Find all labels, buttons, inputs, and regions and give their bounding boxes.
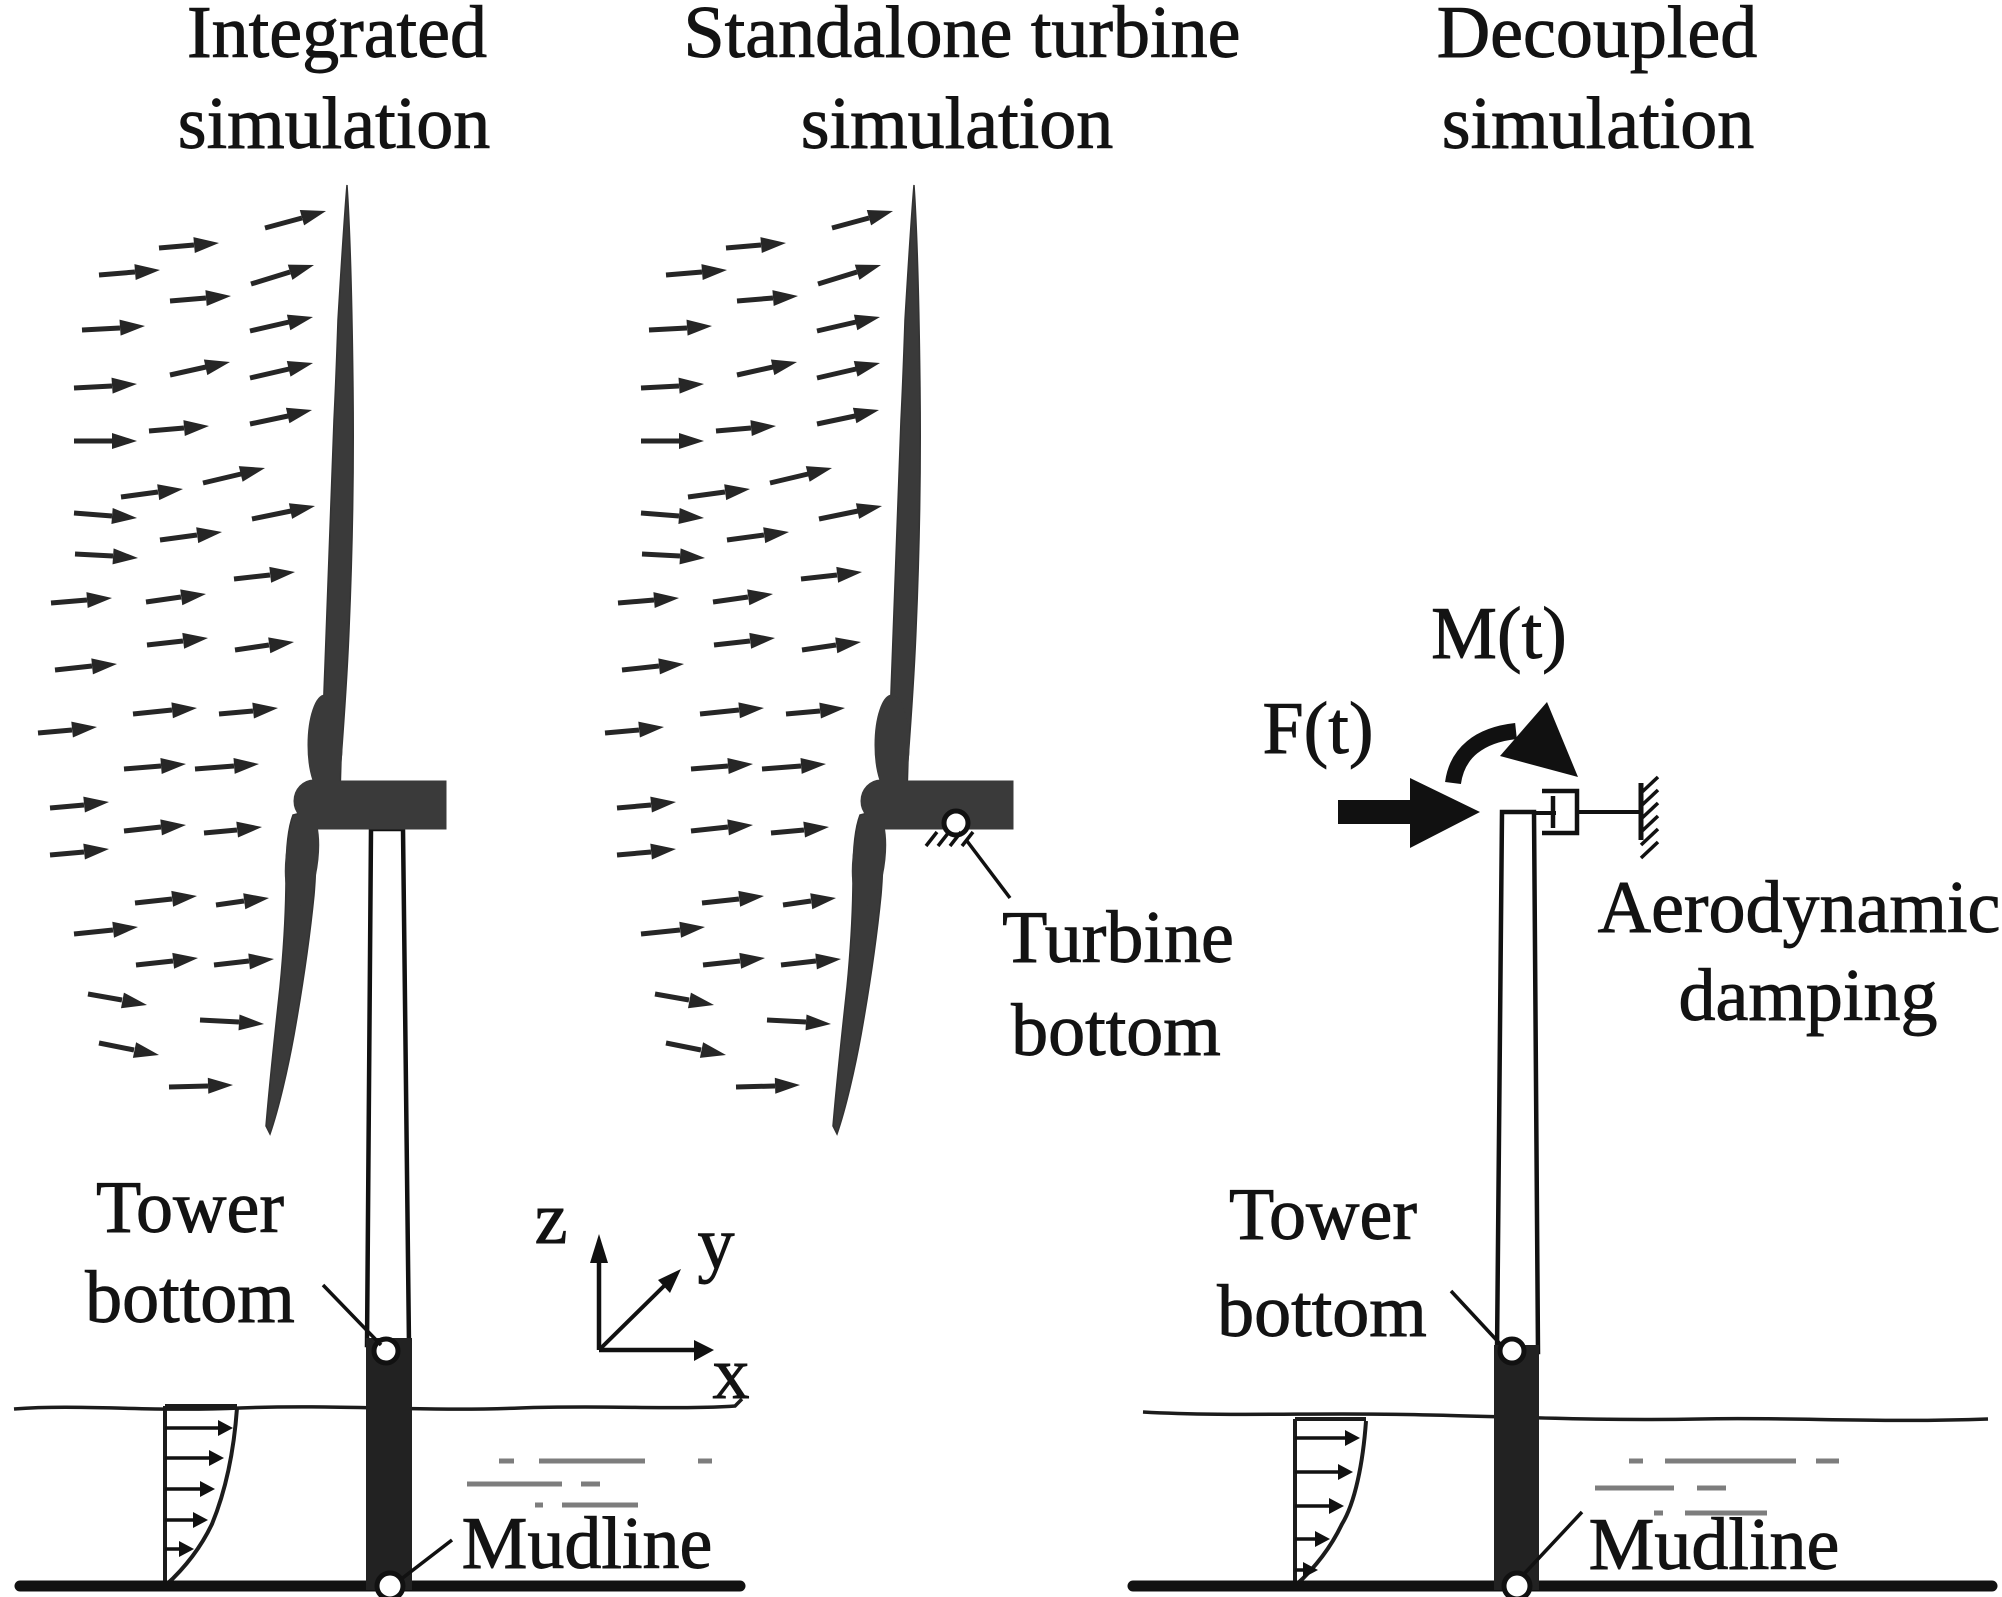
svg-text:x: x xyxy=(713,1333,750,1415)
svg-text:M(t): M(t) xyxy=(1431,593,1567,675)
svg-text:Integrated: Integrated xyxy=(187,0,487,74)
svg-text:F(t): F(t) xyxy=(1263,688,1374,770)
svg-text:Aerodynamic: Aerodynamic xyxy=(1598,867,2001,949)
svg-text:z: z xyxy=(535,1178,568,1260)
svg-text:Turbine: Turbine xyxy=(1002,897,1234,979)
svg-text:bottom: bottom xyxy=(1217,1271,1427,1353)
svg-text:Decoupled: Decoupled xyxy=(1437,0,1758,74)
svg-text:damping: damping xyxy=(1679,955,1938,1037)
svg-text:Tower: Tower xyxy=(1229,1174,1417,1256)
svg-text:Mudline: Mudline xyxy=(462,1503,713,1585)
svg-text:simulation: simulation xyxy=(178,83,490,165)
svg-text:Standalone turbine: Standalone turbine xyxy=(684,0,1241,74)
svg-text:bottom: bottom xyxy=(1011,990,1221,1072)
svg-text:bottom: bottom xyxy=(85,1257,295,1339)
svg-text:simulation: simulation xyxy=(801,83,1113,165)
svg-text:Tower: Tower xyxy=(96,1167,284,1249)
svg-text:y: y xyxy=(698,1203,735,1285)
svg-text:simulation: simulation xyxy=(1442,83,1754,165)
svg-text:Mudline: Mudline xyxy=(1589,1504,1840,1586)
